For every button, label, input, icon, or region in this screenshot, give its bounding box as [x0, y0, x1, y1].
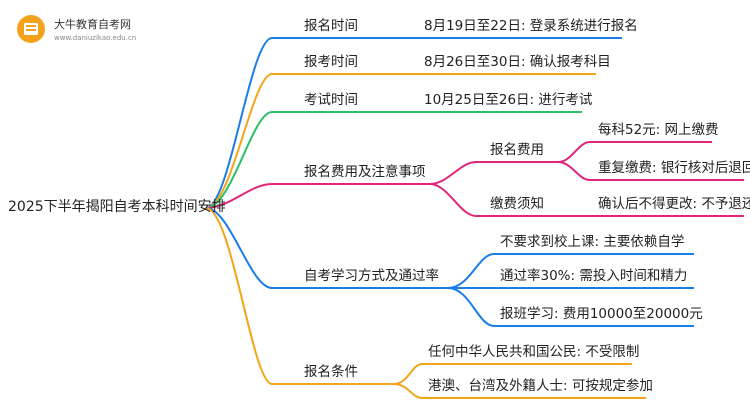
link-fees-notice	[429, 183, 477, 217]
conditions-item: 港澳、台湾及外籍人士: 可按规定参加	[428, 378, 653, 394]
branch-exam-apply-label: 报考时间	[304, 54, 358, 70]
link-cond-item-1	[393, 363, 423, 385]
link-cost-item-2	[557, 161, 591, 181]
branch-exam-time-detail: 10月25日至26日: 进行考试	[424, 92, 593, 108]
link-fees-cost	[429, 161, 477, 185]
branch-study-label: 自考学习方式及通过率	[304, 268, 439, 284]
link-root-registration	[205, 37, 273, 209]
link-root-study	[205, 207, 273, 289]
branch-registration-detail: 8月19日至22日: 登录系统进行报名	[424, 18, 638, 34]
logo-name: 大牛教育自考网	[54, 18, 131, 31]
study-item: 通过率30%: 需投入时间和精力	[500, 268, 688, 284]
fees-notice-label: 缴费须知	[490, 196, 544, 212]
book-logo-icon	[17, 15, 45, 43]
link-cond-item-2	[393, 383, 423, 399]
link-root-exam-apply	[205, 73, 273, 209]
link-cost-item-1	[557, 141, 591, 163]
link-study-item-3	[447, 287, 495, 327]
branch-exam-apply-detail: 8月26日至30日: 确认报考科目	[424, 54, 611, 70]
root-topic: 2025下半年揭阳自考本科时间安排	[8, 199, 226, 215]
link-study-item-1	[447, 253, 495, 289]
fees-cost-item: 每科52元: 网上缴费	[598, 122, 719, 138]
link-root-exam-time	[205, 111, 273, 209]
link-root-fees	[205, 183, 273, 209]
link-root-conditions	[205, 207, 273, 385]
fees-notice-item: 确认后不得更改: 不予退还	[598, 196, 750, 212]
branch-exam-time-label: 考试时间	[304, 92, 358, 108]
fees-cost-item: 重复缴费: 银行核对后退回	[598, 160, 750, 176]
study-item: 不要求到校上课: 主要依赖自学	[500, 234, 685, 250]
study-item: 报班学习: 费用10000至20000元	[500, 306, 703, 322]
branch-fees-label: 报名费用及注意事项	[304, 164, 426, 180]
conditions-item: 任何中华人民共和国公民: 不受限制	[428, 344, 640, 360]
branch-registration-label: 报名时间	[304, 18, 358, 34]
fees-cost-label: 报名费用	[490, 142, 544, 158]
logo-url: www.daniuzikao.edu.cn	[54, 34, 137, 42]
site-logo: 大牛教育自考网 www.daniuzikao.edu.cn	[12, 10, 142, 50]
branch-conditions-label: 报名条件	[304, 364, 358, 380]
